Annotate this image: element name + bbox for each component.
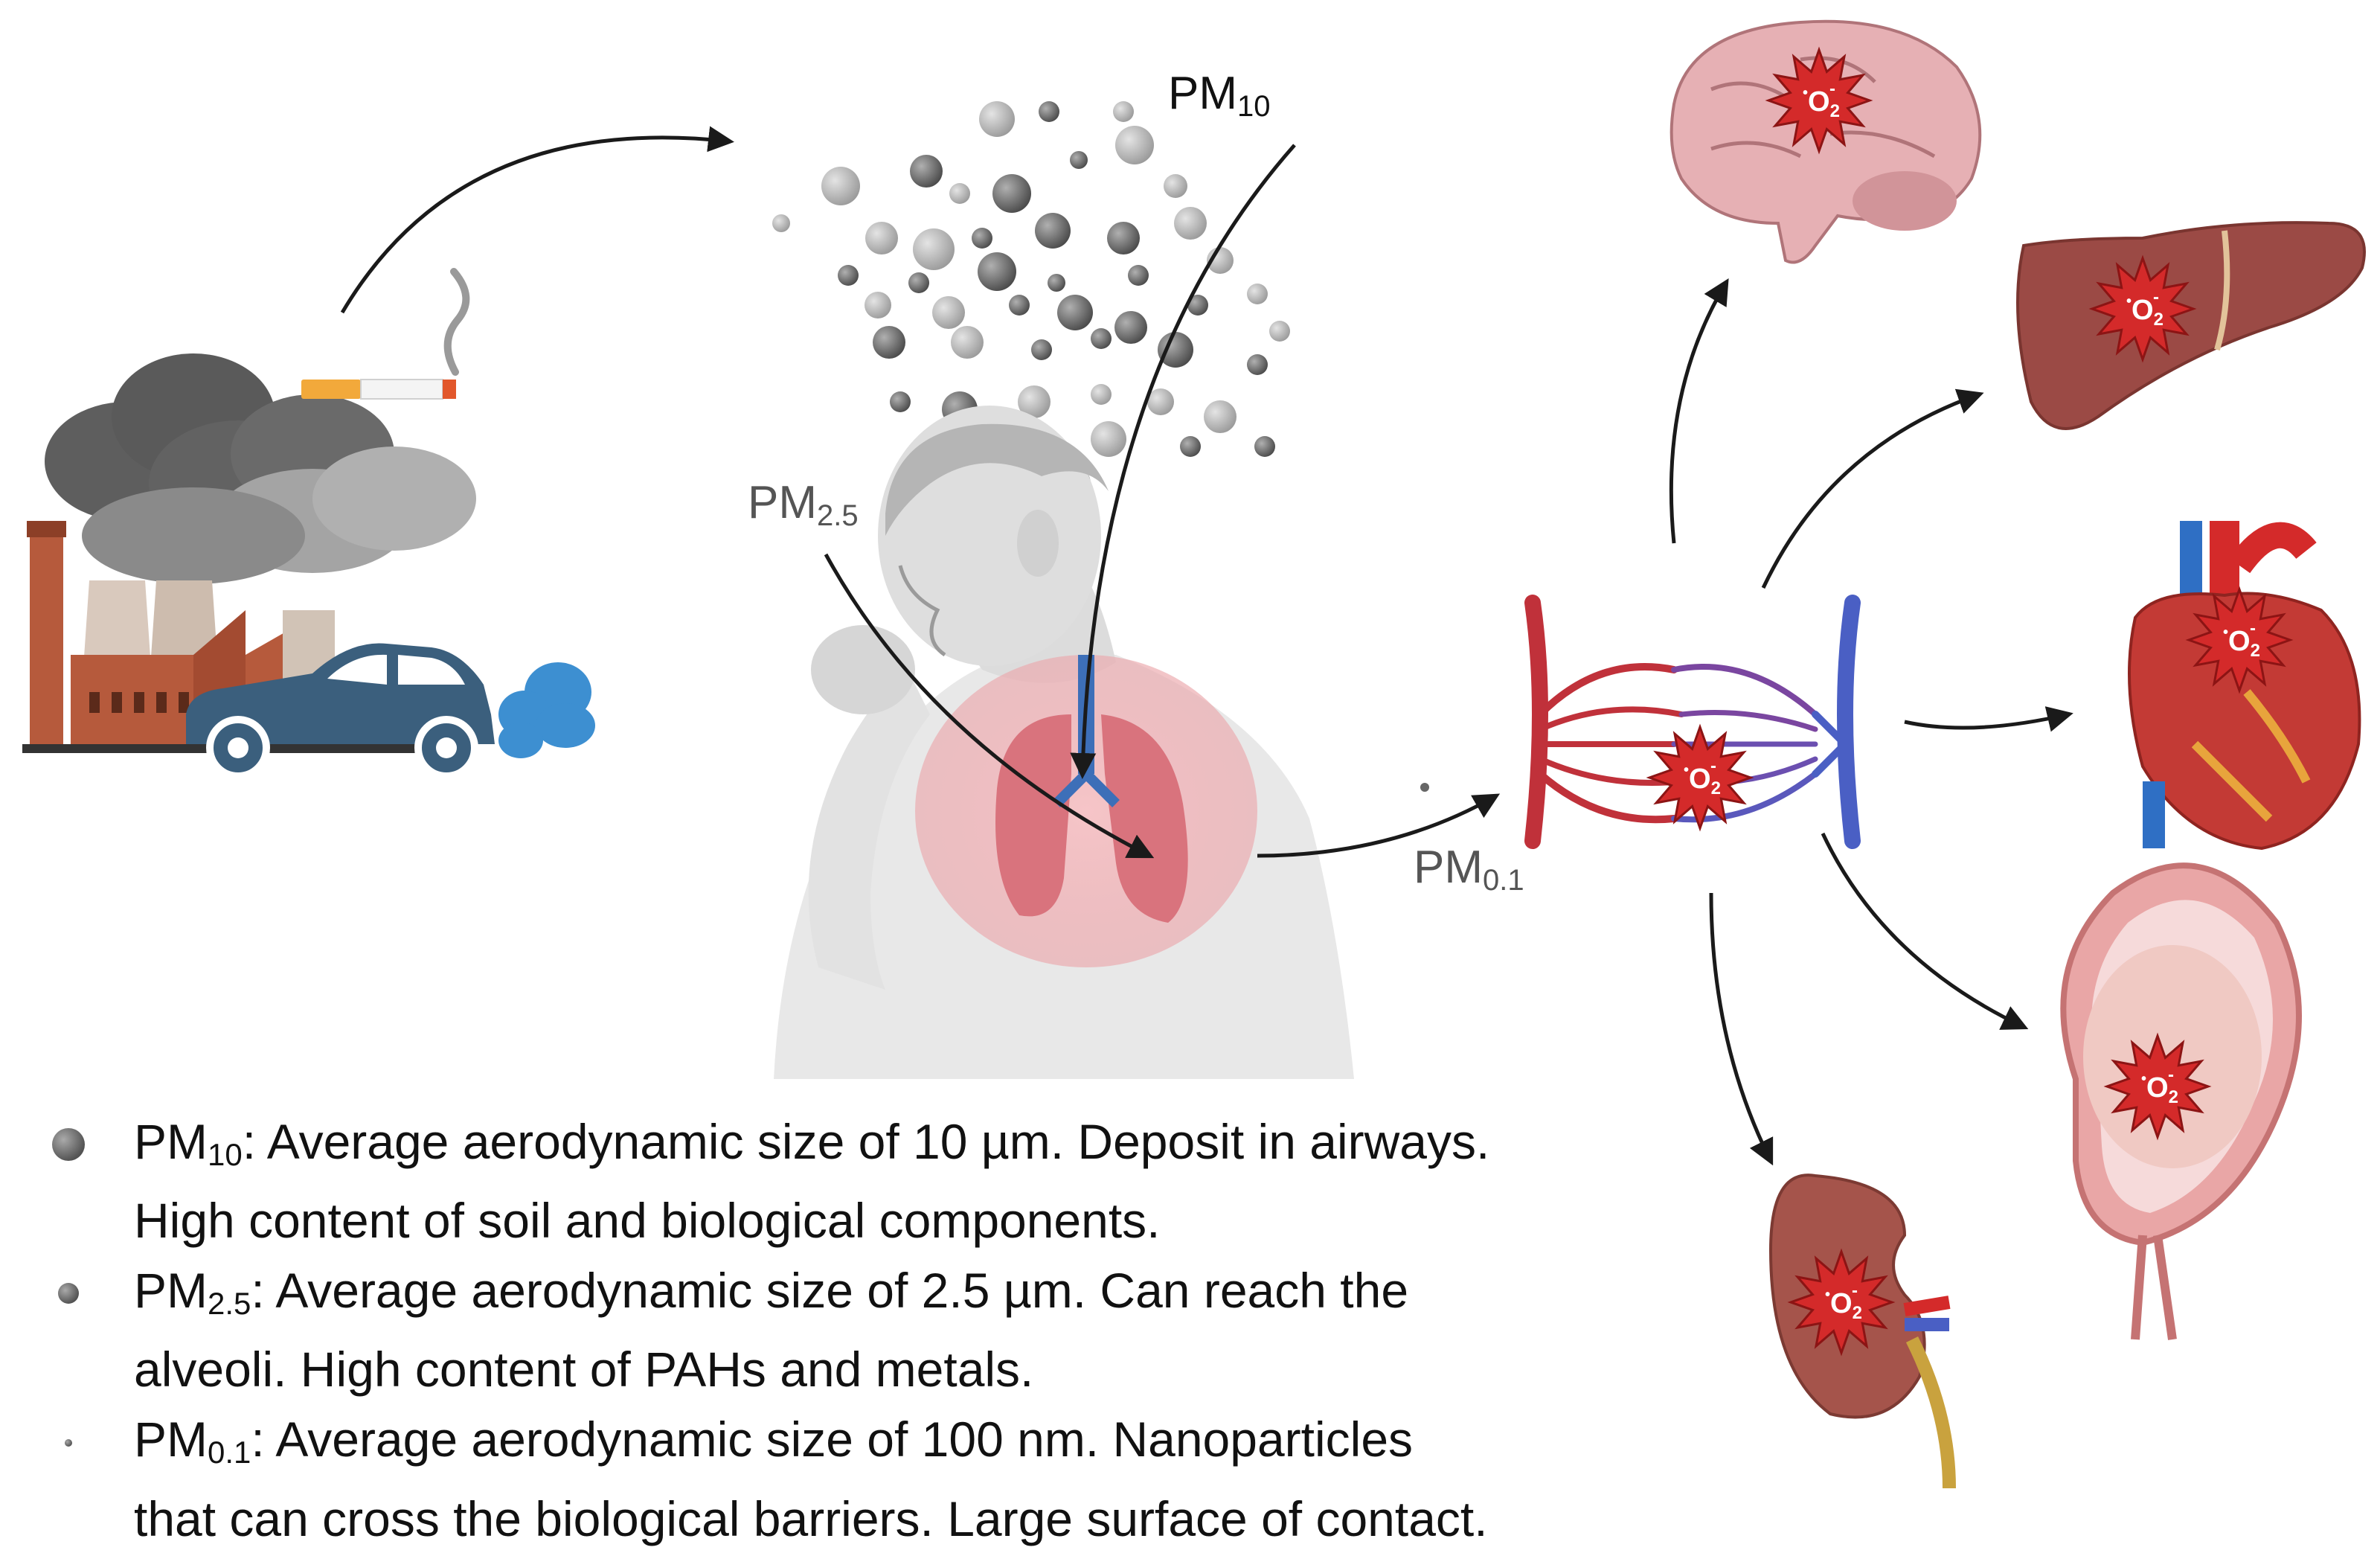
particle: [1147, 388, 1174, 415]
legend-item-pm25: PM2.5: Average aerodynamic size of 2.5 µ…: [45, 1258, 1741, 1402]
exhaust-cloud-icon: [498, 662, 595, 758]
particle: [951, 326, 984, 359]
particle: [1039, 101, 1059, 122]
legend-pm25-text2: alveoli. High content of PAHs and metals…: [134, 1342, 1034, 1397]
arrow-sources-to-person: [340, 126, 734, 314]
particle: [1091, 421, 1126, 457]
particle: [1091, 384, 1112, 405]
particle: [972, 228, 992, 249]
particle: [1031, 339, 1052, 360]
superoxide-burst-icon-heart: •O2-: [2185, 586, 2294, 694]
particle: [978, 252, 1016, 291]
particle: [865, 222, 898, 254]
arrow-lungs-to-blood: [1257, 793, 1501, 858]
particle: [1113, 101, 1134, 122]
particle: [1174, 207, 1207, 240]
pm25-label: PM2.5: [748, 477, 859, 532]
legend-pm10-text2: High content of soil and biological comp…: [134, 1193, 1161, 1249]
particle: [1070, 151, 1088, 169]
particle: [1115, 126, 1154, 164]
particle: [1128, 265, 1149, 286]
superoxide-burst-icon-brain: •O2-: [1765, 46, 1873, 155]
superoxide-burst-icon-kidney: •O2-: [1787, 1248, 1896, 1357]
particle: [865, 292, 891, 318]
superoxide-burst-icon-capillary: •O2-: [1646, 723, 1754, 832]
superoxide-label: •O2-: [2126, 287, 2164, 330]
particle: [1254, 436, 1275, 457]
particle: [992, 174, 1031, 213]
particle: [910, 155, 943, 188]
arrow-to-kidney: [1709, 892, 1774, 1166]
superoxide-label: •O2-: [1825, 1281, 1862, 1323]
particle: [1057, 295, 1093, 330]
lungs-icon: [915, 655, 1257, 967]
particle: [1107, 222, 1140, 254]
particle: [1048, 274, 1065, 292]
particle: [890, 391, 911, 412]
superoxide-label: •O2-: [1803, 79, 1840, 121]
particle: [1269, 321, 1290, 342]
arrow-to-liver: [1761, 388, 1984, 589]
superoxide-label: •O2-: [2141, 1065, 2178, 1107]
legend-pm01-symbol: PM0.1: [134, 1412, 251, 1470]
arrow-to-heart: [1904, 706, 2073, 732]
particle-legend: PM10: Average aerodynamic size of 10 µm.…: [45, 1109, 1741, 1556]
superoxide-label: •O2-: [1684, 756, 1721, 798]
brain-icon: [1669, 19, 1982, 264]
arrow-to-uterus: [1821, 832, 2029, 1030]
heart-icon: [2128, 521, 2361, 851]
particle: [908, 272, 929, 293]
particle: [1091, 328, 1112, 349]
superoxide-bursts: •O2- •O2- •O2- •O2- •O2- •O2-: [1646, 46, 2294, 1357]
particle: [913, 228, 955, 270]
legend-pm01-text1: : Average aerodynamic size of 100 nm. Na…: [251, 1412, 1414, 1467]
superoxide-label: •O2-: [2223, 618, 2260, 661]
pm01-dot-icon: [65, 1439, 72, 1447]
particle: [979, 101, 1015, 137]
legend-pm10-symbol: PM10: [134, 1114, 243, 1173]
particle: [1187, 295, 1208, 316]
particle: [1018, 385, 1051, 418]
superoxide-burst-icon-liver: •O2-: [2088, 254, 2197, 363]
liver-icon: [2016, 221, 2366, 430]
particle: [1114, 311, 1147, 344]
particle: [1164, 174, 1187, 198]
legend-item-pm10: PM10: Average aerodynamic size of 10 µm.…: [45, 1109, 1741, 1253]
arrow-pm10-path: [1070, 144, 1296, 779]
cigarette-icon: [301, 268, 470, 400]
pm10-label: PM10: [1168, 68, 1271, 123]
particle: [772, 214, 790, 232]
legend-pm01-text2: that can cross the biological barriers. …: [134, 1491, 1488, 1546]
pm10-dot-icon: [52, 1128, 85, 1161]
pm01-label: PM0.1: [1414, 842, 1524, 897]
particle: [1247, 354, 1268, 375]
capillary-network-icon: [1524, 595, 1861, 849]
pm25-dot-icon: [58, 1283, 79, 1304]
particle: [1035, 213, 1071, 249]
particle: [838, 265, 859, 286]
uterus-fetus-icon: [2060, 862, 2302, 1340]
particle: [949, 183, 970, 204]
particle: [1009, 295, 1030, 316]
particle: [1204, 400, 1236, 433]
particle: [821, 167, 860, 205]
arrow-to-brain: [1669, 278, 1729, 544]
particle: [1180, 436, 1201, 457]
particle: [1158, 332, 1193, 368]
car-icon: [186, 643, 495, 780]
arrow-pm25-path: [824, 553, 1155, 859]
particle: [932, 296, 965, 329]
particle: [1247, 284, 1268, 304]
pm01-particle: [1420, 783, 1429, 792]
legend-pm25-symbol: PM2.5: [134, 1263, 251, 1322]
factory-icon: [22, 353, 476, 753]
particle: [873, 326, 905, 359]
legend-pm25-text1: : Average aerodynamic size of 2.5 µm. Ca…: [251, 1263, 1409, 1319]
legend-pm10-text1: : Average aerodynamic size of 10 µm. Dep…: [242, 1114, 1490, 1169]
superoxide-burst-icon-uterus: •O2-: [2103, 1032, 2212, 1141]
